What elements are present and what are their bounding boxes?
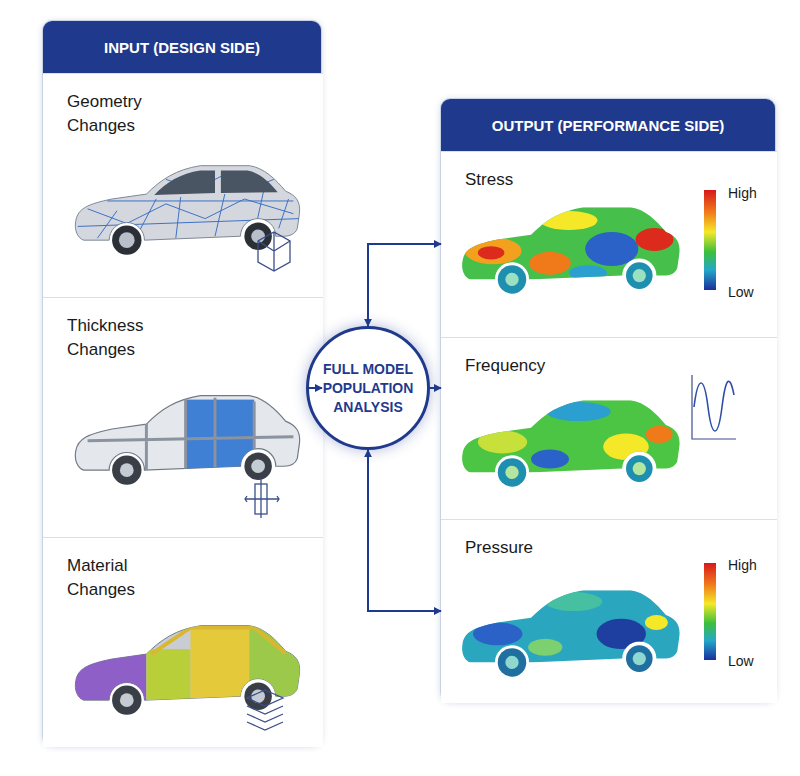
panel-header: OUTPUT (PERFORMANCE SIDE) <box>441 99 775 151</box>
output-card: StressHighLow <box>441 151 777 337</box>
scale-label: High <box>728 557 757 573</box>
connector-arrow <box>368 244 441 326</box>
card-title: Material Changes <box>67 554 177 602</box>
connector-arrow <box>368 450 441 611</box>
analysis-circle: FULL MODEL POPULATION ANALYSIS <box>306 326 430 450</box>
output-card: PressureHighLow <box>441 519 777 703</box>
scale-label: Low <box>728 284 754 300</box>
input-card: Thickness Changes <box>43 297 323 537</box>
input-panel: INPUT (DESIGN SIDE) Geometry ChangesThick… <box>42 20 322 746</box>
card-title: Geometry Changes <box>67 90 177 138</box>
panel-header: INPUT (DESIGN SIDE) <box>43 21 321 73</box>
input-card: Geometry Changes <box>43 73 323 297</box>
card-title: Pressure <box>465 536 533 560</box>
card-title: Thickness Changes <box>67 314 177 362</box>
center-label: FULL MODEL POPULATION ANALYSIS <box>318 360 418 417</box>
output-panel: OUTPUT (PERFORMANCE SIDE)StressHighLowFr… <box>440 98 776 702</box>
card-title: Frequency <box>465 354 545 378</box>
scale-label: Low <box>728 653 754 669</box>
scale-label: High <box>728 185 757 201</box>
card-title: Stress <box>465 168 513 192</box>
output-card: Frequency <box>441 337 777 519</box>
input-card: Material Changes <box>43 537 323 747</box>
